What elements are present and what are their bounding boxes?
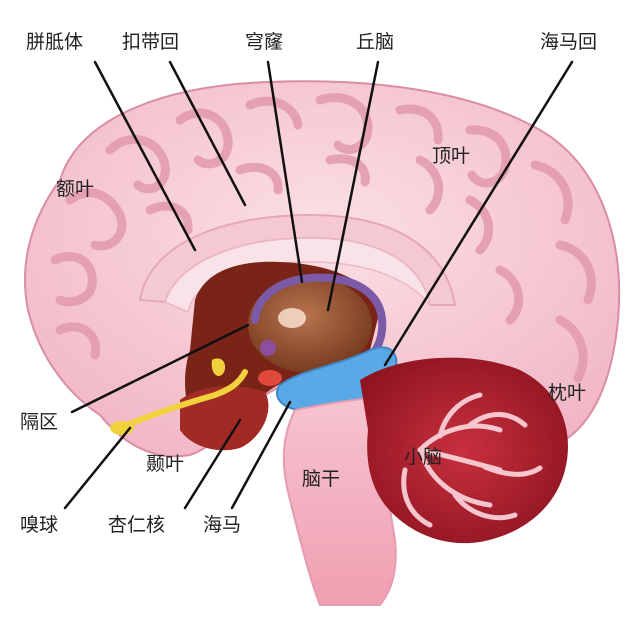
label-hippocampal-gyrus: 海马回	[540, 31, 598, 53]
cerebellum	[360, 357, 568, 544]
septal-region	[211, 358, 226, 376]
label-amygdala: 杏仁核	[108, 514, 166, 536]
thalamus	[248, 277, 372, 373]
label-thalamus: 丘脑	[356, 31, 395, 53]
label-cingulate-gyrus: 扣带回	[122, 31, 180, 53]
label-brainstem: 脑干	[302, 468, 341, 490]
label-olfactory-bulb: 嗅球	[20, 514, 59, 536]
arbor-vitae	[401, 392, 543, 528]
olfactory-tract	[117, 369, 248, 431]
pointer-lines	[63, 60, 574, 510]
label-septal-area: 隔区	[20, 411, 59, 433]
label-temporal-lobe: 颞叶	[146, 453, 185, 475]
label-occipital-lobe: 枕叶	[548, 382, 587, 404]
label-fornix: 穹窿	[245, 31, 284, 53]
thalamus-highlight	[278, 308, 306, 328]
amygdala	[258, 370, 282, 386]
gyri-folds	[50, 93, 596, 430]
label-hippocampus: 海马	[203, 514, 242, 536]
label-corpus-callosum: 胼胝体	[26, 31, 84, 53]
temporal-inner	[180, 386, 269, 451]
label-cerebellum: 小脑	[404, 446, 443, 468]
label-frontal-lobe: 额叶	[56, 178, 95, 200]
mammillary-body	[260, 340, 276, 356]
label-parietal-lobe: 顶叶	[432, 145, 471, 167]
